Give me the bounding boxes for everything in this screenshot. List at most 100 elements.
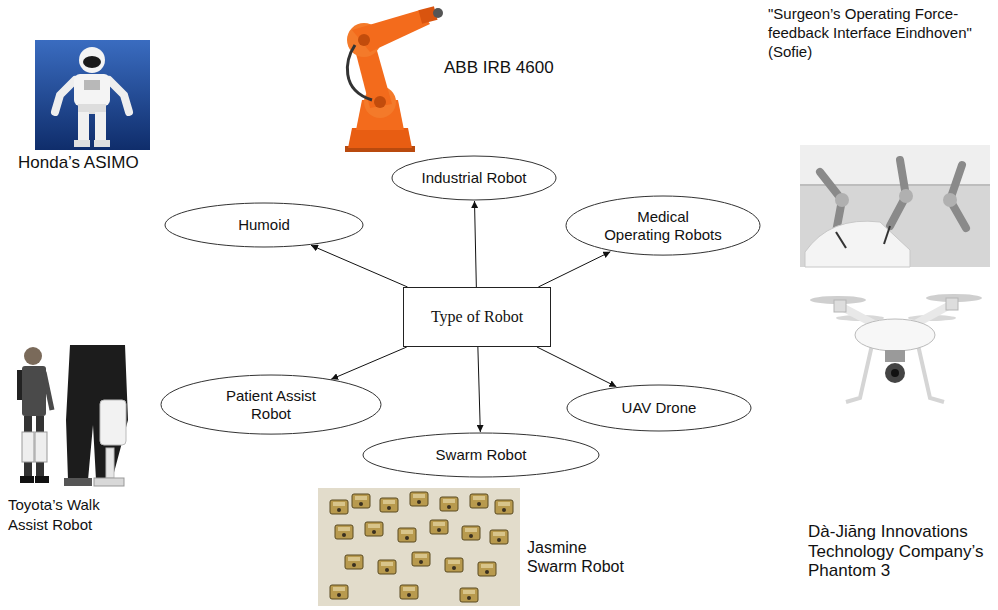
industrial-robot-photo [345,6,443,152]
walk-assist-robot-photo-part [35,476,49,483]
arrow-connector [474,201,476,287]
swarm-robot-photo-part-part-part [372,530,376,534]
swarm-robot-photo-part-part-part [452,566,456,570]
swarm-robot-photo-part-part-part [417,500,421,504]
walk-assist-robot-photo-part [35,432,47,462]
surgical-robot-photo-part [805,221,910,267]
industrial-robot-photo-part [348,128,412,148]
swarm-robot-photo-part-part-part [412,552,430,566]
industrial-robot-photo-part [433,8,443,18]
swarm-robot-photo-part-part-part [380,498,398,512]
swarm-robot-photo-part-part-part [345,555,363,569]
humanoid-robot-photo-part [79,47,105,73]
swarm-robot-photo-part-part-part [465,528,477,532]
industrial-robot-photo-part [358,34,370,46]
swarm-robot-photo-part-part-part [405,536,409,540]
category-ellipse: Medical Operating Robots [565,195,761,256]
humanoid-robot-photo-part [55,80,75,112]
swarm-robot-photo-part-part [478,562,496,576]
swarm-robot-photo-part-part [445,558,463,572]
swarm-robot-photo-part-part-part [481,564,493,568]
surgical-robot-photo-part [835,193,849,207]
humanoid-robot-photo [35,40,150,150]
swarm-robot-photo-part-part-part [498,502,510,506]
drone-photo-part [946,298,958,310]
swarm-robot-photo-part-part-part [401,530,413,534]
walk-assist-robot-photo-part [94,478,124,486]
text-wrapper: Industrial Robot [421,169,526,187]
swarm-robot-photo-part-part-part [440,497,458,511]
image-caption: Toyota’s Walk Assist Robot [8,495,123,534]
humanoid-robot-photo-part [35,40,150,150]
swarm-robot-photo-part [330,492,513,602]
category-ellipse: Swarm Robot [362,432,600,478]
drone-photo-part [918,345,944,402]
category-ellipse: Humoid [164,202,364,248]
text-wrapper: Medical Operating Robots [604,208,723,244]
surgical-robot-photo-part [899,189,913,203]
walk-assist-robot-photo-part [22,432,34,462]
swarm-robot-photo-part-part-part [419,560,423,564]
humanoid-robot-photo-part [84,80,100,90]
swarm-robot-photo-part-part [335,525,353,539]
swarm-robot-photo-part-part-part [460,588,478,602]
ellipse-shape [363,433,599,477]
walk-assist-robot-photo-part [24,347,42,365]
arrow-connector [478,347,480,432]
swarm-robot-photo-part-part-part [445,558,463,572]
walk-assist-robot-photo-part [106,448,114,478]
arrow-connector [311,245,408,287]
swarm-robot-photo-part-part [440,497,458,511]
node-text: Industrial Robot [421,169,526,187]
swarm-robot-photo-part-part-part [470,494,488,508]
swarm-robot-photo-part-part-part [502,508,506,512]
ellipse-shape [165,203,363,247]
swarm-robot-photo-part-part-part [448,560,460,564]
image-caption: Jasmine Swarm Robot [527,538,629,576]
surgical-robot-photo-part [800,145,990,267]
humanoid-robot-photo-part [78,112,89,142]
swarm-robot-photo-part-part-part [437,528,441,532]
swarm-robot-photo-part-part [462,526,480,540]
swarm-robot-photo-part-part-part [335,525,353,539]
swarm-robot-photo-part-part-part [497,538,501,542]
swarm-robot-photo-part-part [410,492,428,506]
swarm-robot-photo-part-part [365,522,383,536]
swarm-robot-photo-part-part [412,552,430,566]
swarm-robot-photo-part-part-part [365,522,383,536]
swarm-robot-photo-part-part [352,494,370,508]
image-caption: "Surgeon’s Operating Force-feedback Inte… [768,4,983,61]
swarm-robot-photo-part-part-part [403,587,415,591]
swarm-robot-photo-part-part-part [485,570,489,574]
swarm-robot-photo-part-part-part [383,500,395,504]
swarm-robot-photo-part-part-part [410,492,428,506]
swarm-robot-photo-part-part-part [385,568,389,572]
humanoid-robot-photo-part [74,74,110,106]
swarm-robot-photo-part-part-part [415,554,427,558]
industrial-robot-photo-part [347,45,372,100]
category-ellipse: UAV Drone [566,384,752,432]
drone-photo [810,294,982,402]
humanoid-robot-photo-part [94,140,110,147]
swarm-robot-photo-part-part-part [467,596,471,600]
drone-photo-part [885,350,905,362]
ellipse-shape [566,196,760,255]
node-text: Patient Assist Robot [221,387,321,423]
surgical-robot-photo-part [836,232,846,248]
swarm-robot-photo-part-part-part [378,560,396,574]
swarm-robot-photo-part-part [495,500,513,514]
swarm-robot-photo-part-part-part [352,494,370,508]
swarm-robot-photo-part-part [378,560,396,574]
walk-assist-robot-photo-part [100,400,126,445]
node-text: Type of Robot [431,307,523,326]
node-text: Swarm Robot [436,446,527,464]
swarm-robot-photo-part-part-part [337,593,341,597]
category-ellipse: Patient Assist Robot [160,374,382,435]
surgical-robot-photo [800,145,990,267]
swarm-robot-photo-part-part-part [352,563,356,567]
swarm-robot-photo-part-part-part [330,585,348,599]
category-ellipse: Industrial Robot [391,155,557,201]
text-wrapper: Humoid [238,216,290,234]
swarm-robot-photo-part-part-part [443,499,455,503]
text-wrapper: Patient Assist Robot [221,387,321,423]
